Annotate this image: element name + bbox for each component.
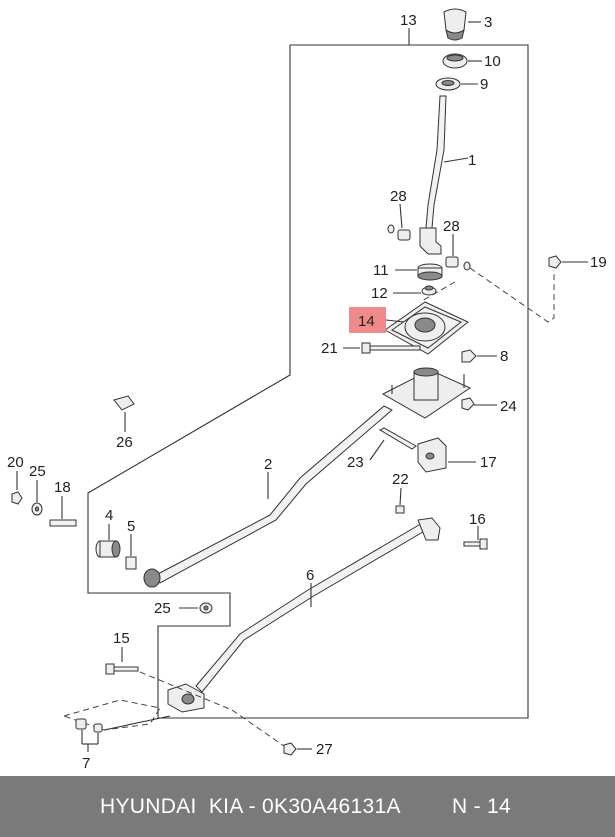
page-reference: N - 14 <box>452 794 511 818</box>
callout-9: 9 <box>480 76 488 93</box>
bolt-21 <box>361 342 421 354</box>
callout-23: 23 <box>347 454 364 471</box>
callout-28-right: 28 <box>443 218 460 235</box>
bushing-4 <box>95 540 121 558</box>
dashed-leader-19 <box>469 267 555 323</box>
shift-lever <box>419 95 447 255</box>
assembly-frame <box>87 44 529 719</box>
bushing-right <box>445 256 471 271</box>
callout-13: 13 <box>400 12 417 29</box>
bolt-16 <box>463 538 488 550</box>
clip-26 <box>113 395 135 411</box>
callout-4: 4 <box>105 507 113 524</box>
callout-3: 3 <box>484 14 492 31</box>
bushing-end <box>143 568 161 588</box>
callout-11: 11 <box>373 262 389 279</box>
nut-27 <box>283 742 297 756</box>
bushing-left <box>387 224 411 241</box>
bolt-15 <box>105 663 139 675</box>
callout-10: 10 <box>484 53 501 70</box>
retaining-ring <box>435 77 461 91</box>
callout-17: 17 <box>480 454 497 471</box>
callout-21: 21 <box>321 340 338 357</box>
shift-rod-2 <box>155 405 393 584</box>
highlight-box-14 <box>349 307 386 333</box>
callout-2: 2 <box>264 456 272 473</box>
exploded-parts-diagram: 13 3 10 9 1 28 28 11 12 14 19 21 8 24 26… <box>7 8 607 772</box>
select-rod-6 <box>195 521 429 693</box>
nut-19 <box>548 255 562 269</box>
lever-bush-11 <box>417 263 443 281</box>
lever-housing <box>381 367 472 419</box>
callout-22: 22 <box>392 471 409 488</box>
boot-plate-14 <box>384 301 469 355</box>
bush-7 <box>75 718 103 733</box>
shift-knob <box>443 8 467 41</box>
callout-20: 20 <box>7 454 24 471</box>
callout-8: 8 <box>500 348 508 365</box>
callout-7: 7 <box>82 755 90 772</box>
part-number-footer: HYUNDAI KIA - 0K30A46131A N - 14 <box>0 776 615 837</box>
nut-22 <box>395 505 405 514</box>
callout-25-right: 25 <box>154 600 171 617</box>
callout-1: 1 <box>468 152 476 169</box>
callout-6: 6 <box>306 567 314 584</box>
callout-18: 18 <box>54 479 71 496</box>
washer-25a <box>31 502 43 516</box>
washer-25b <box>199 602 213 614</box>
callout-27: 27 <box>316 741 333 758</box>
callout-24: 24 <box>500 398 517 415</box>
nut-8 <box>461 349 477 363</box>
bracket-17 <box>417 437 447 473</box>
callout-16: 16 <box>469 511 486 528</box>
callout-25-left: 25 <box>29 463 46 480</box>
lever-bush-12 <box>421 285 437 296</box>
stud-18 <box>49 519 77 527</box>
shift-boot <box>442 53 468 69</box>
part-number-text: HYUNDAI KIA - 0K30A46131A <box>100 794 401 818</box>
callout-5: 5 <box>127 518 135 535</box>
callout-14: 14 <box>358 313 375 330</box>
nut-20 <box>11 491 23 505</box>
pin-5 <box>125 556 137 570</box>
callout-26: 26 <box>116 434 133 451</box>
pin-23 <box>378 427 417 450</box>
callout-28-left: 28 <box>390 188 407 205</box>
callout-15: 15 <box>113 630 130 647</box>
rod-joint <box>167 683 205 713</box>
callout-12: 12 <box>371 285 388 302</box>
callout-19: 19 <box>590 254 607 271</box>
